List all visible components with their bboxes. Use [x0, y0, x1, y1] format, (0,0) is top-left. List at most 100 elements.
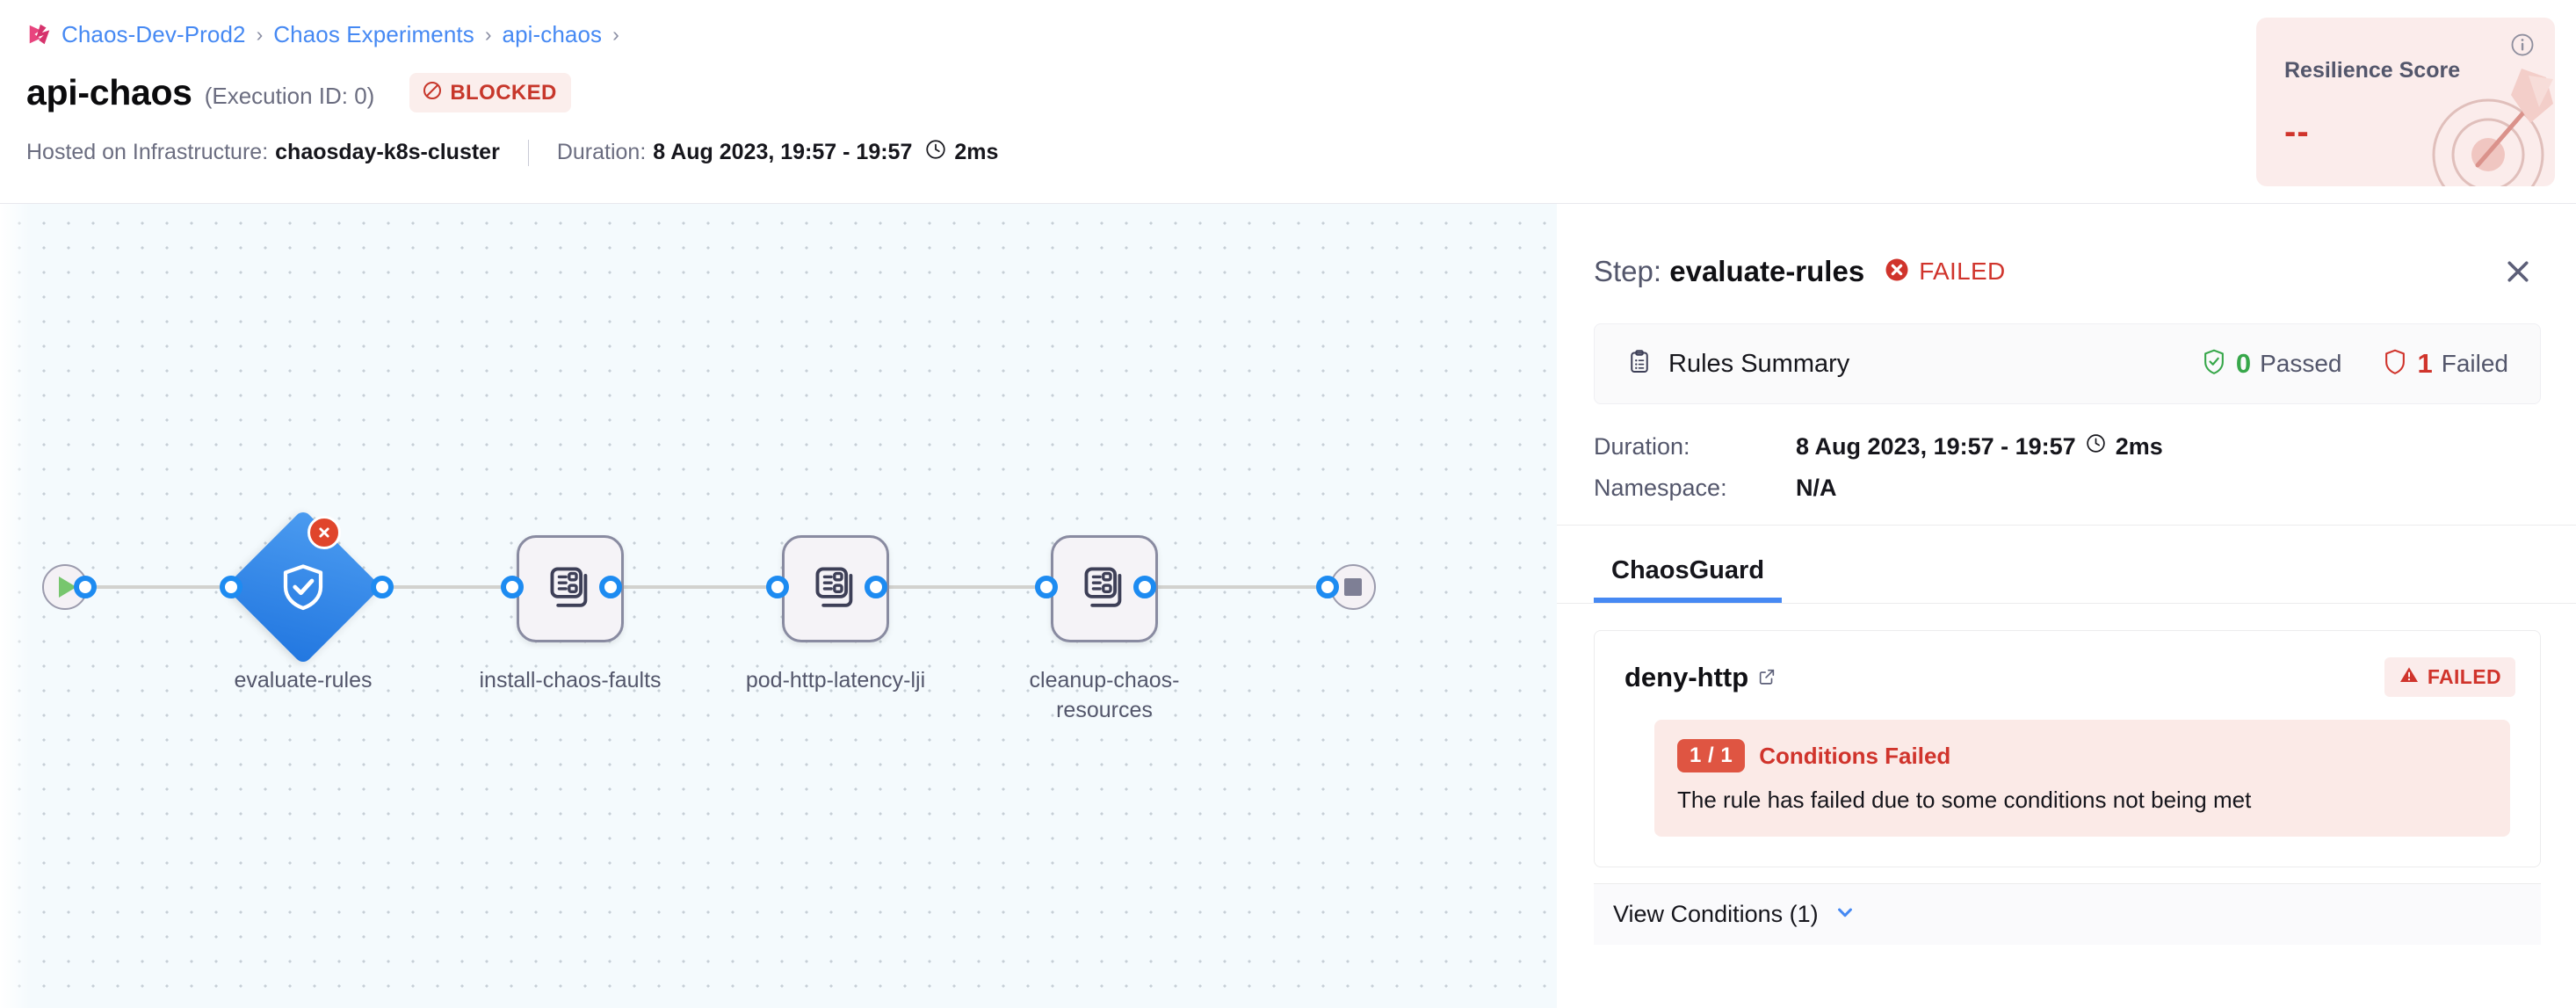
node-label-cleanup-chaos-resources: cleanup-chaos-resources — [1029, 668, 1180, 722]
breadcrumb-separator: › — [484, 22, 492, 46]
resilience-score-value: -- — [2284, 112, 2310, 151]
status-badge: BLOCKED — [409, 73, 571, 112]
detail-key: Duration: — [1594, 432, 1690, 460]
breadcrumb-item-1[interactable]: Chaos Experiments — [273, 20, 474, 47]
port-end-in[interactable] — [1316, 576, 1339, 598]
detail-row-namespace: Namespace: N/A — [1594, 475, 2576, 502]
rules-passed-stat: 0 Passed — [2201, 348, 2341, 381]
node-pod-http-latency[interactable] — [782, 535, 889, 642]
page-title: api-chaos — [26, 72, 192, 112]
canvas-left-fade — [0, 204, 32, 1008]
panel-step-title: Step: evaluate-rules — [1594, 255, 1864, 288]
edge-latency-to-cleanup — [883, 585, 1046, 589]
infra-label: Hosted on Infrastructure: — [26, 140, 269, 164]
clock-icon — [2085, 432, 2107, 460]
tab-chaosguard[interactable]: ChaosGuard — [1594, 556, 1783, 603]
rule-status-badge: FAILED — [2384, 657, 2515, 697]
blocked-circle-icon — [422, 80, 443, 105]
rule-status-label: FAILED — [2427, 665, 2501, 688]
port-cleanup-out[interactable] — [1133, 576, 1156, 598]
panel-tabs: ChaosGuard — [1557, 525, 2576, 604]
port-evaluate-out[interactable] — [371, 576, 394, 598]
infra-value: chaosday-k8s-cluster — [275, 140, 500, 164]
edge-start-to-evaluate — [84, 585, 234, 589]
detail-value-extra: 2ms — [2115, 432, 2163, 460]
title-row: api-chaos (Execution ID: 0) BLOCKED — [26, 72, 2576, 113]
error-x-icon — [1884, 257, 1910, 287]
detail-row-duration: Duration: 8 Aug 2023, 19:57 - 19:57 2ms — [1594, 432, 2576, 460]
page-header: Chaos-Dev-Prod2 › Chaos Experiments › ap… — [0, 0, 2576, 204]
pipeline-canvas[interactable]: evaluate-rules install-chaos-faults — [0, 204, 1557, 1008]
detail-value: 8 Aug 2023, 19:57 - 19:57 2ms — [1796, 432, 2163, 460]
node-evaluate-rules[interactable] — [224, 508, 382, 666]
rules-summary-stats: 0 Passed 1 Failed — [2201, 348, 2508, 381]
port-latency-out[interactable] — [865, 576, 887, 598]
rules-summary-left: Rules Summary — [1626, 349, 1849, 380]
port-evaluate-in[interactable] — [220, 576, 242, 598]
chaos-faults-icon — [545, 562, 596, 617]
conditions-failed-box: 1 / 1 Conditions Failed The rule has fai… — [1654, 720, 2510, 837]
harness-logo-icon — [26, 21, 53, 47]
node-label-pod-http-latency: pod-http-latency-lji — [745, 668, 926, 693]
rules-summary-card: Rules Summary 0 Passed — [1594, 323, 2541, 404]
port-install-in[interactable] — [501, 576, 524, 598]
breadcrumb: Chaos-Dev-Prod2 › Chaos Experiments › ap… — [26, 19, 2576, 49]
play-icon — [58, 577, 76, 598]
error-x-icon[interactable] — [308, 516, 341, 549]
edge-cleanup-to-end — [1155, 585, 1327, 589]
info-circle-icon[interactable] — [2509, 32, 2536, 58]
meta-row: Hosted on Infrastructure: chaosday-k8s-c… — [26, 138, 2576, 167]
duration-time-wrap: 2ms — [924, 138, 998, 167]
breadcrumb-separator: › — [256, 22, 264, 46]
close-icon[interactable] — [2499, 252, 2537, 291]
rules-passed-count: 0 — [2235, 348, 2252, 379]
breadcrumb-item-2[interactable]: api-chaos — [502, 20, 603, 47]
port-install-out[interactable] — [599, 576, 622, 598]
shield-check-green-icon — [2201, 348, 2227, 381]
clock-icon — [924, 138, 947, 167]
body-split: evaluate-rules install-chaos-faults — [0, 204, 2576, 1008]
warning-triangle-icon — [2399, 664, 2420, 690]
detail-value: N/A — [1796, 475, 1837, 501]
external-link-icon[interactable] — [1757, 662, 1776, 693]
chevron-down-icon[interactable] — [1833, 900, 1857, 929]
duration-time: 2ms — [954, 140, 999, 164]
rules-failed-count: 1 — [2417, 348, 2433, 379]
view-conditions-toggle[interactable]: View Conditions (1) — [1594, 883, 2541, 945]
node-label-install-chaos-faults: install-chaos-faults — [479, 668, 662, 693]
port-cleanup-in[interactable] — [1035, 576, 1058, 598]
conditions-failed-desc: The rule has failed due to some conditio… — [1677, 787, 2252, 813]
rules-failed-stat: 1 Failed — [2382, 348, 2508, 381]
status-badge-label: BLOCKED — [450, 80, 557, 105]
edge-evaluate-to-install — [327, 585, 516, 589]
breadcrumb-item-0[interactable]: Chaos-Dev-Prod2 — [62, 20, 246, 47]
shield-red-icon — [2382, 348, 2408, 381]
breadcrumb-separator: › — [612, 22, 619, 46]
rule-name-link[interactable]: deny-http — [1624, 662, 1776, 693]
chaos-faults-icon — [1079, 562, 1130, 617]
detail-key: Namespace: — [1594, 475, 1727, 501]
execution-id-label: (Execution ID: 0) — [204, 83, 375, 109]
view-conditions-label: View Conditions (1) — [1613, 901, 1819, 927]
conditions-failed-title: Conditions Failed — [1759, 742, 1951, 769]
meta-divider — [527, 139, 529, 166]
conditions-failed-chip: 1 / 1 — [1677, 739, 1746, 772]
panel-step-prefix: Step: — [1594, 255, 1662, 287]
rules-failed-label: Failed — [2441, 350, 2508, 377]
duration-label: Duration: — [556, 140, 647, 164]
clipboard-rules-icon — [1626, 349, 1653, 380]
conditions-failed-header: 1 / 1 Conditions Failed — [1677, 739, 2487, 772]
port-latency-in[interactable] — [766, 576, 789, 598]
resilience-score-title: Resilience Score — [2284, 58, 2461, 83]
panel-step-status: FAILED — [1884, 257, 2005, 287]
rule-header: deny-http — [1595, 631, 2540, 697]
stop-icon — [1344, 578, 1362, 596]
resilience-score-card: Resilience Score -- — [2256, 18, 2555, 186]
end-node[interactable] — [1330, 564, 1376, 610]
port-start-out[interactable] — [74, 576, 97, 598]
duration-value: 8 Aug 2023, 19:57 - 19:57 — [653, 140, 913, 164]
step-details-list: Duration: 8 Aug 2023, 19:57 - 19:57 2ms … — [1594, 432, 2576, 502]
rule-name-text: deny-http — [1624, 661, 1749, 693]
rule-card-deny-http: deny-http — [1594, 630, 2541, 867]
panel-step-status-label: FAILED — [1919, 257, 2006, 285]
